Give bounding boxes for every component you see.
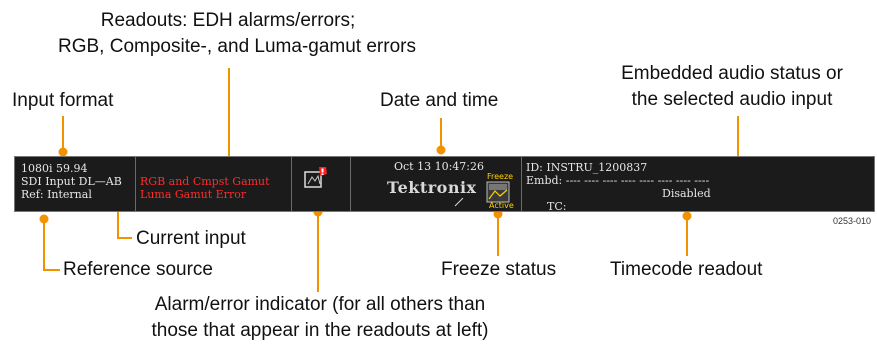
timecode-readout-callout: Timecode readout	[610, 259, 763, 280]
gamut-error-1: RGB and Cmpst Gamut	[140, 175, 270, 188]
input-format-readout: 1080i 59.94	[21, 162, 88, 175]
alarm-indicator-callout-line2: those that appear in the readouts at lef…	[151, 320, 489, 341]
tektronix-logo: Tektronix	[387, 178, 477, 197]
center-panel: Oct 13 10:47:26 Tektronix Freeze Active	[351, 157, 522, 211]
dot-reference	[39, 214, 49, 224]
readouts-callout: Readouts: EDH alarms/errors; RGB, Compos…	[58, 8, 416, 60]
dot-input-format	[58, 147, 68, 157]
id-readout: ID: INSTRU_1200837	[526, 161, 648, 174]
freeze-status-callout: Freeze status	[441, 259, 557, 280]
readouts-callout-line2: RGB, Composite-, and Luma-gamut errors	[58, 36, 416, 57]
date-time-readout: Oct 13 10:47:26	[394, 160, 484, 173]
alarm-indicator-callout: Alarm/error indicator (for all others th…	[140, 292, 500, 344]
freeze-icon[interactable]	[486, 181, 510, 203]
reference-readout: Ref: Internal	[21, 188, 92, 201]
status-bar: 1080i 59.94 SDI Input DL—AB Ref: Interna…	[14, 156, 875, 213]
figure-id: 0253-010	[832, 216, 871, 226]
timecode-value: Disabled	[662, 187, 711, 200]
alarm-icon[interactable]	[304, 166, 328, 192]
dot-timecode	[682, 211, 692, 221]
timecode-row: TC: Disabled	[526, 187, 874, 213]
gamut-error-2: Luma Gamut Error	[140, 188, 247, 201]
date-time-callout: Date and time	[380, 90, 499, 111]
input-panel: 1080i 59.94 SDI Input DL—AB Ref: Interna…	[15, 157, 136, 211]
alarm-indicator-callout-line1: Alarm/error indicator (for all others th…	[154, 294, 486, 315]
reference-source-callout: Reference source	[63, 259, 213, 280]
audio-timecode-panel: ID: INSTRU_1200837 Embd: ---- ---- ---- …	[522, 157, 874, 213]
gamut-readout-panel: RGB and Cmpst Gamut Luma Gamut Error	[136, 157, 292, 211]
dot-date-time	[436, 145, 446, 155]
freeze-label: Freeze	[487, 172, 514, 181]
embedded-audio-callout-line2: the selected audio input	[631, 89, 833, 110]
embedded-audio-callout-line1: Embedded audio status or	[621, 63, 843, 84]
active-label: Active	[489, 201, 514, 210]
alarm-indicator-panel	[292, 157, 351, 211]
leader-reference	[43, 219, 60, 271]
logo-slash-icon	[454, 197, 464, 207]
embedded-audio-callout: Embedded audio status or the selected au…	[608, 61, 856, 113]
timecode-label: TC:	[546, 200, 567, 213]
current-input-readout: SDI Input DL—AB	[21, 175, 122, 188]
current-input-callout: Current input	[136, 228, 246, 249]
embedded-audio-readout: Embd: ---- ---- ---- ---- ---- ---- ----…	[526, 174, 710, 187]
input-format-callout: Input format	[12, 90, 114, 111]
readouts-callout-line1: Readouts: EDH alarms/errors;	[100, 10, 356, 31]
